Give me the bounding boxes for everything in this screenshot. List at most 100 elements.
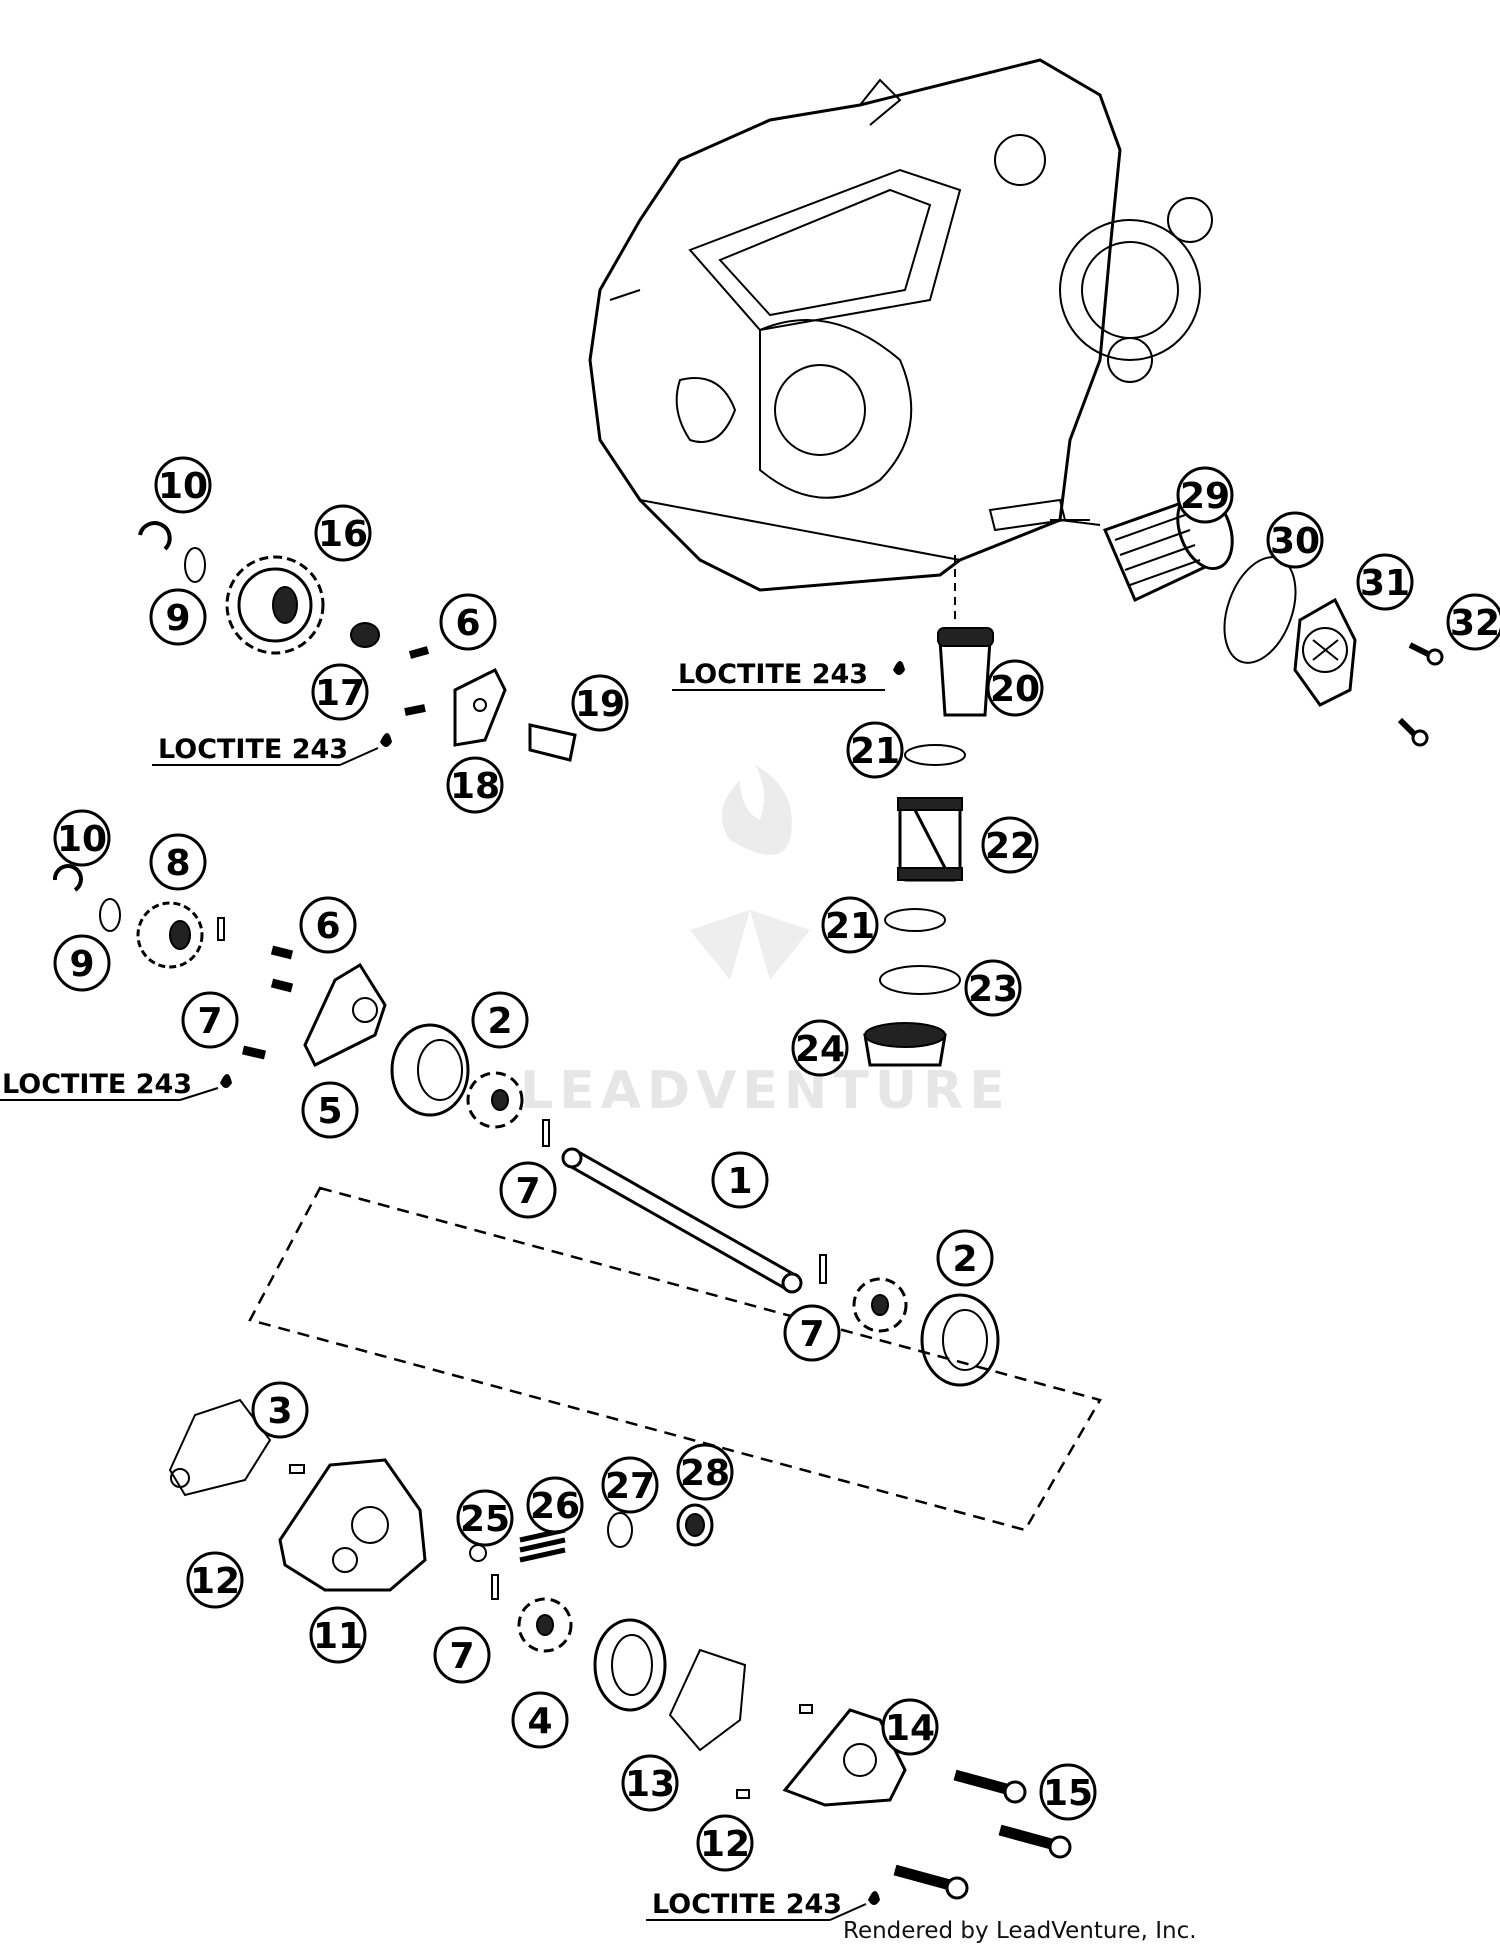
callout-c23: 23 [964,959,1022,1017]
callout-c2a: 2 [471,991,529,1049]
callout-c30: 30 [1266,511,1324,569]
loctite-label-text: LOCTITE 243 [158,734,348,765]
callout-circle [149,588,207,646]
callout-c21a: 21 [846,721,904,779]
callout-c9a: 9 [149,588,207,646]
washer-9b [99,898,121,932]
callout-number: 21 [850,731,900,772]
callout-number: 7 [799,1314,824,1355]
callout-number: 30 [1270,521,1320,562]
screws-6b [242,945,294,1060]
pump-shaft [561,1147,803,1294]
assembly-outline [248,1186,1102,1532]
callout-circle [936,1229,994,1287]
pin-7d [491,1574,499,1600]
callout-circle [621,1754,679,1812]
callout-circle [696,1814,754,1872]
callout-c20: 20 [986,659,1044,717]
callout-c3: 3 [251,1381,309,1439]
callout-circle [446,756,504,814]
callout-c7a: 7 [181,991,239,1049]
screws-6a [404,646,430,716]
spring-26 [519,1527,566,1563]
callout-number: 18 [450,766,500,807]
watermark-text: LEADVENTURE [520,1061,1011,1121]
callout-c7b: 7 [499,1161,557,1219]
callout-number: 7 [515,1171,540,1212]
callout-circle [314,504,372,562]
callout-c26: 26 [526,1476,584,1534]
callout-c12b: 12 [696,1814,754,1872]
watermark: LEADVENTURE [520,765,1011,1121]
callout-c11: 11 [309,1606,367,1664]
rotor-4 [517,1597,573,1653]
plug-24 [863,1022,947,1067]
pump-housing-11 [278,1458,427,1592]
circlip-10b [52,864,83,892]
callout-circle [601,1456,659,1514]
callout-circle [964,959,1022,1017]
callout-number: 27 [605,1466,655,1507]
callout-circle [53,934,111,992]
washer-9a [184,547,206,583]
loctite-drops [220,661,905,1905]
callout-circle [711,1151,769,1209]
callout-circle [154,456,212,514]
callout-circle [783,1304,841,1362]
callout-number: 26 [530,1486,580,1527]
callout-circle [1176,466,1234,524]
callout-number: 22 [985,826,1035,867]
callout-number: 8 [165,843,190,884]
callout-number: 1 [727,1161,752,1202]
callout-number: 29 [1180,476,1230,517]
ball-25 [469,1544,487,1562]
callout-c17: 17 [311,663,369,721]
callout-c4: 4 [511,1691,569,1749]
rotor-2b [852,1277,908,1333]
callout-circle [791,1019,849,1077]
callout-number: 6 [315,906,340,947]
callout-c18: 18 [446,756,504,814]
callout-number: 24 [795,1029,845,1070]
loctite-label-2: LOCTITE 243 [152,734,379,766]
callout-c8: 8 [149,833,207,891]
callout-circle [526,1476,584,1534]
callout-circle [471,991,529,1049]
loctite-label-text: LOCTITE 243 [652,1889,842,1920]
dowel-12c [799,1704,813,1714]
callout-c27: 27 [601,1456,659,1514]
callout-number: 9 [165,598,190,639]
plate-18 [453,667,507,747]
gasket-13 [668,1648,747,1752]
callout-circle [299,896,357,954]
pin-7b [542,1119,550,1147]
callout-number: 5 [317,1091,342,1132]
dowel-12a [289,1464,305,1474]
callout-c25: 25 [456,1489,514,1547]
callout-number: 10 [57,819,107,860]
callout-circle [53,809,111,867]
sprocket-8 [136,901,204,969]
callout-circle [676,1443,734,1501]
callout-number: 3 [267,1391,292,1432]
callout-c29: 29 [1176,466,1234,524]
filter-cover [1293,597,1357,707]
callout-number: 23 [968,969,1018,1010]
cover-5 [303,962,387,1068]
callout-number: 9 [69,944,94,985]
callout-circle [1266,511,1324,569]
callout-circle [821,896,879,954]
callout-circle [571,674,629,732]
callout-c10b: 10 [53,809,111,867]
callout-number: 31 [1360,563,1410,604]
callout-circle [981,816,1039,874]
callout-circle [881,1698,939,1756]
callout-c5: 5 [301,1081,359,1139]
callout-number: 15 [1043,1773,1093,1814]
o-ring-21a [904,744,966,766]
callout-c10a: 10 [154,456,212,514]
callout-number: 12 [190,1561,240,1602]
plug-20 [937,627,994,717]
callout-number: 19 [575,684,625,725]
